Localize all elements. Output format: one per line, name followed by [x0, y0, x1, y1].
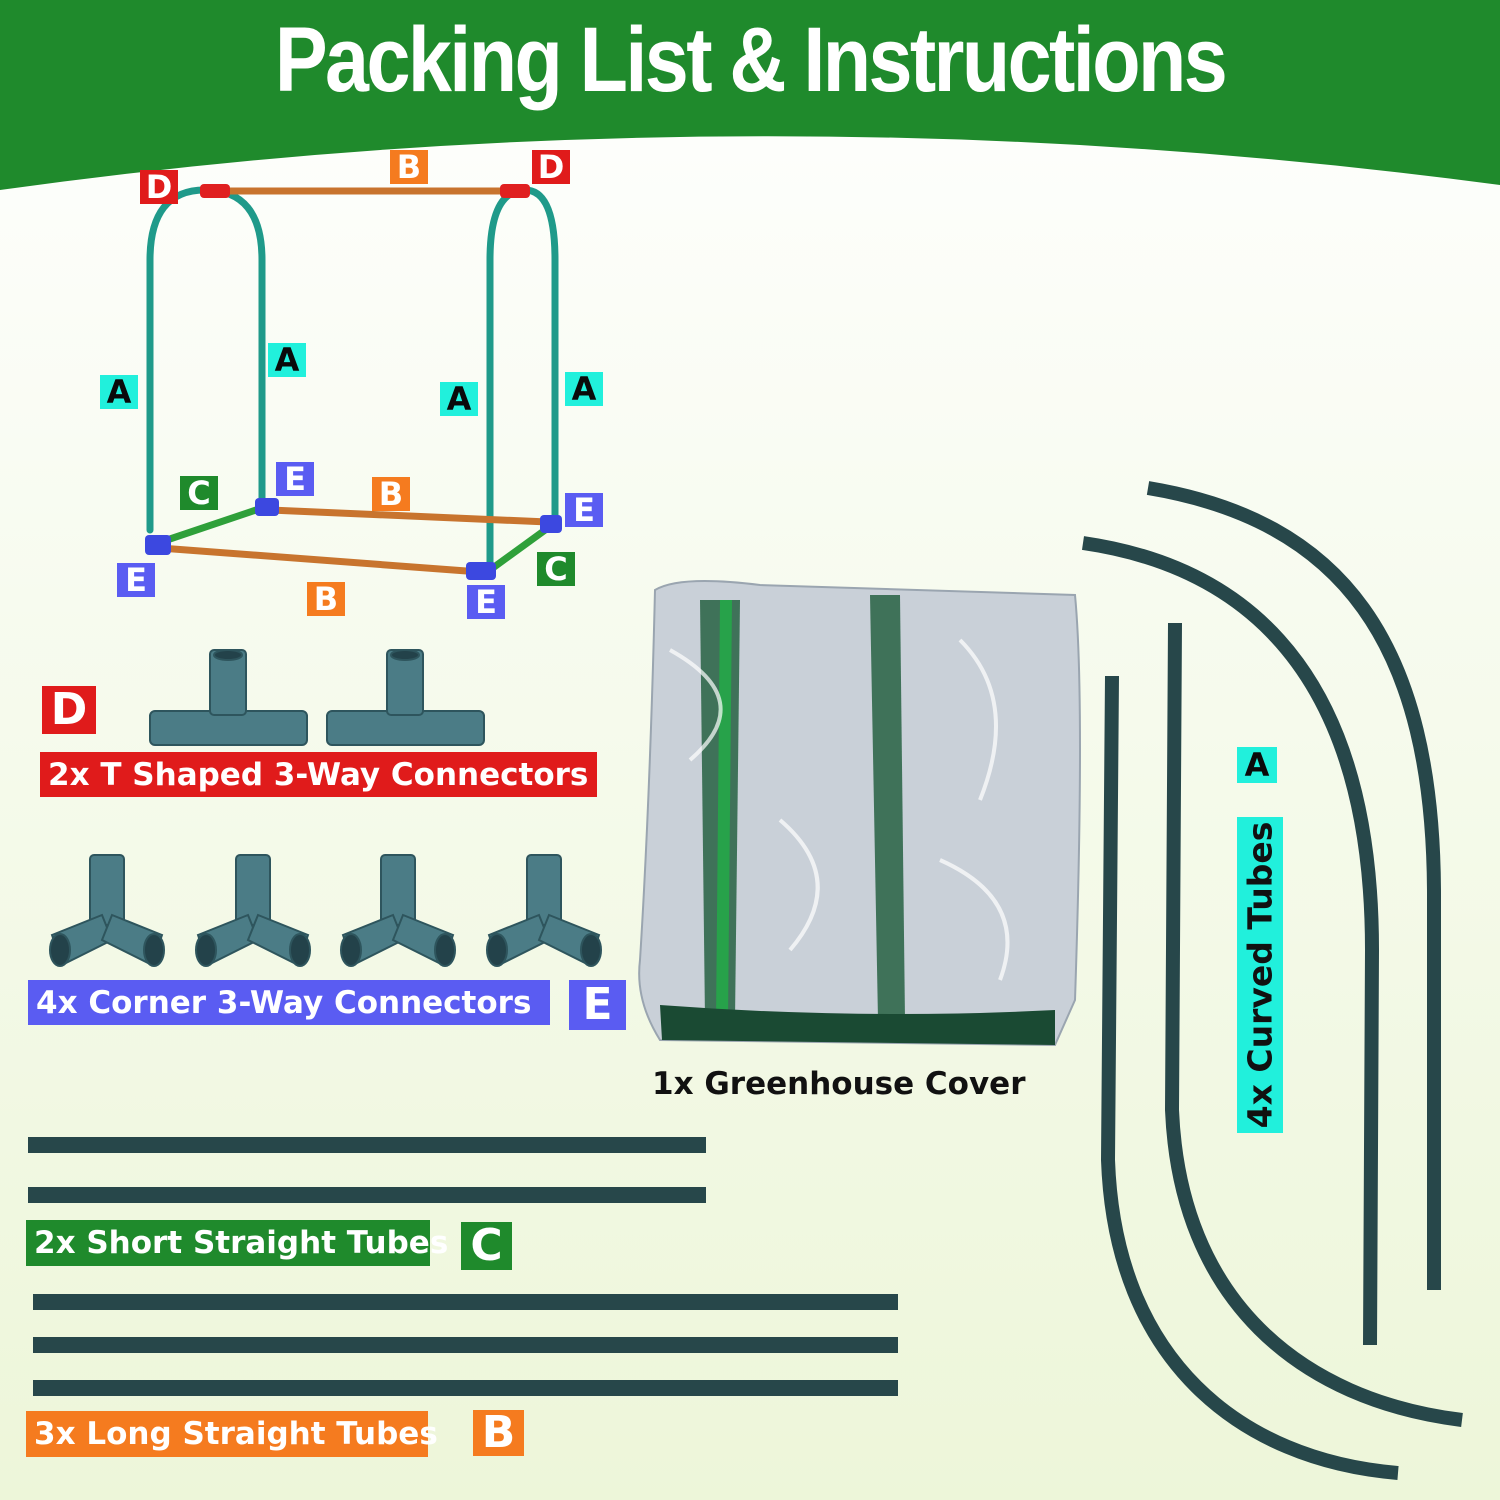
- curved-tube: [1100, 675, 1399, 1480]
- short-tubes-letter: C: [461, 1222, 512, 1270]
- curved-tubes: [1081, 481, 1463, 1480]
- label-a: A: [565, 372, 603, 406]
- cover-caption: 1x Greenhouse Cover: [652, 1066, 1026, 1102]
- label-e: E: [467, 585, 505, 619]
- curved-tube: [1081, 536, 1380, 1346]
- label-e: E: [117, 563, 155, 597]
- frame-corner: [540, 515, 562, 533]
- long-tubes-caption: 3x Long Straight Tubes: [26, 1411, 438, 1457]
- label-b: B: [372, 477, 410, 511]
- frame-t-connector: [200, 184, 230, 198]
- label-a: A: [268, 343, 306, 377]
- t-connector: [149, 649, 308, 746]
- frame-right-side: [486, 521, 556, 574]
- long-tubes: [33, 1294, 898, 1396]
- frame-t-connector: [500, 184, 530, 198]
- greenhouse-cover: [638, 580, 1081, 1047]
- corner-connector-letter: E: [569, 980, 626, 1030]
- label-c: C: [537, 552, 575, 586]
- curved-tubes-caption-box: 4x Curved Tubes: [1237, 817, 1283, 1133]
- frame-corner: [466, 562, 496, 580]
- label-b: B: [307, 582, 345, 616]
- page-title: Packing List & Instructions: [274, 9, 1228, 111]
- short-tubes-caption: 2x Short Straight Tubes: [26, 1220, 448, 1266]
- header-banner: [0, 0, 1500, 190]
- t-connector-caption: 2x T Shaped 3-Way Connectors: [40, 752, 597, 797]
- label-d: D: [140, 170, 178, 204]
- label-e: E: [565, 493, 603, 527]
- curved-tubes-caption: 4x Curved Tubes: [1240, 821, 1280, 1129]
- corner-connectors: [49, 854, 602, 967]
- long-tubes-letter: B: [473, 1410, 524, 1456]
- corner-connector-caption: 4x Corner 3-Way Connectors: [28, 980, 550, 1025]
- short-tubes: [28, 1137, 706, 1203]
- corner-connector: [195, 854, 311, 967]
- label-a: A: [440, 382, 478, 416]
- corner-connector: [340, 854, 456, 967]
- curved-tubes-letter: A: [1237, 747, 1277, 783]
- t-connectors: [149, 649, 485, 746]
- curved-tube: [1146, 481, 1442, 1290]
- label-c: C: [180, 476, 218, 510]
- curved-tube: [1164, 622, 1463, 1427]
- corner-connector: [49, 854, 165, 967]
- frame-diagram: [145, 184, 562, 580]
- frame-arch-right: [486, 186, 559, 569]
- frame-corner: [255, 498, 279, 516]
- corner-connector: [486, 854, 602, 967]
- label-d: D: [532, 150, 570, 184]
- frame-front-bar: [156, 544, 484, 576]
- frame-corner: [145, 535, 171, 555]
- t-connector: [326, 649, 485, 746]
- frame-left-side: [154, 504, 266, 547]
- t-connector-letter: D: [42, 686, 96, 734]
- label-a: A: [100, 375, 138, 409]
- label-b: B: [390, 150, 428, 184]
- frame-back-bar: [266, 506, 552, 526]
- label-e: E: [276, 462, 314, 496]
